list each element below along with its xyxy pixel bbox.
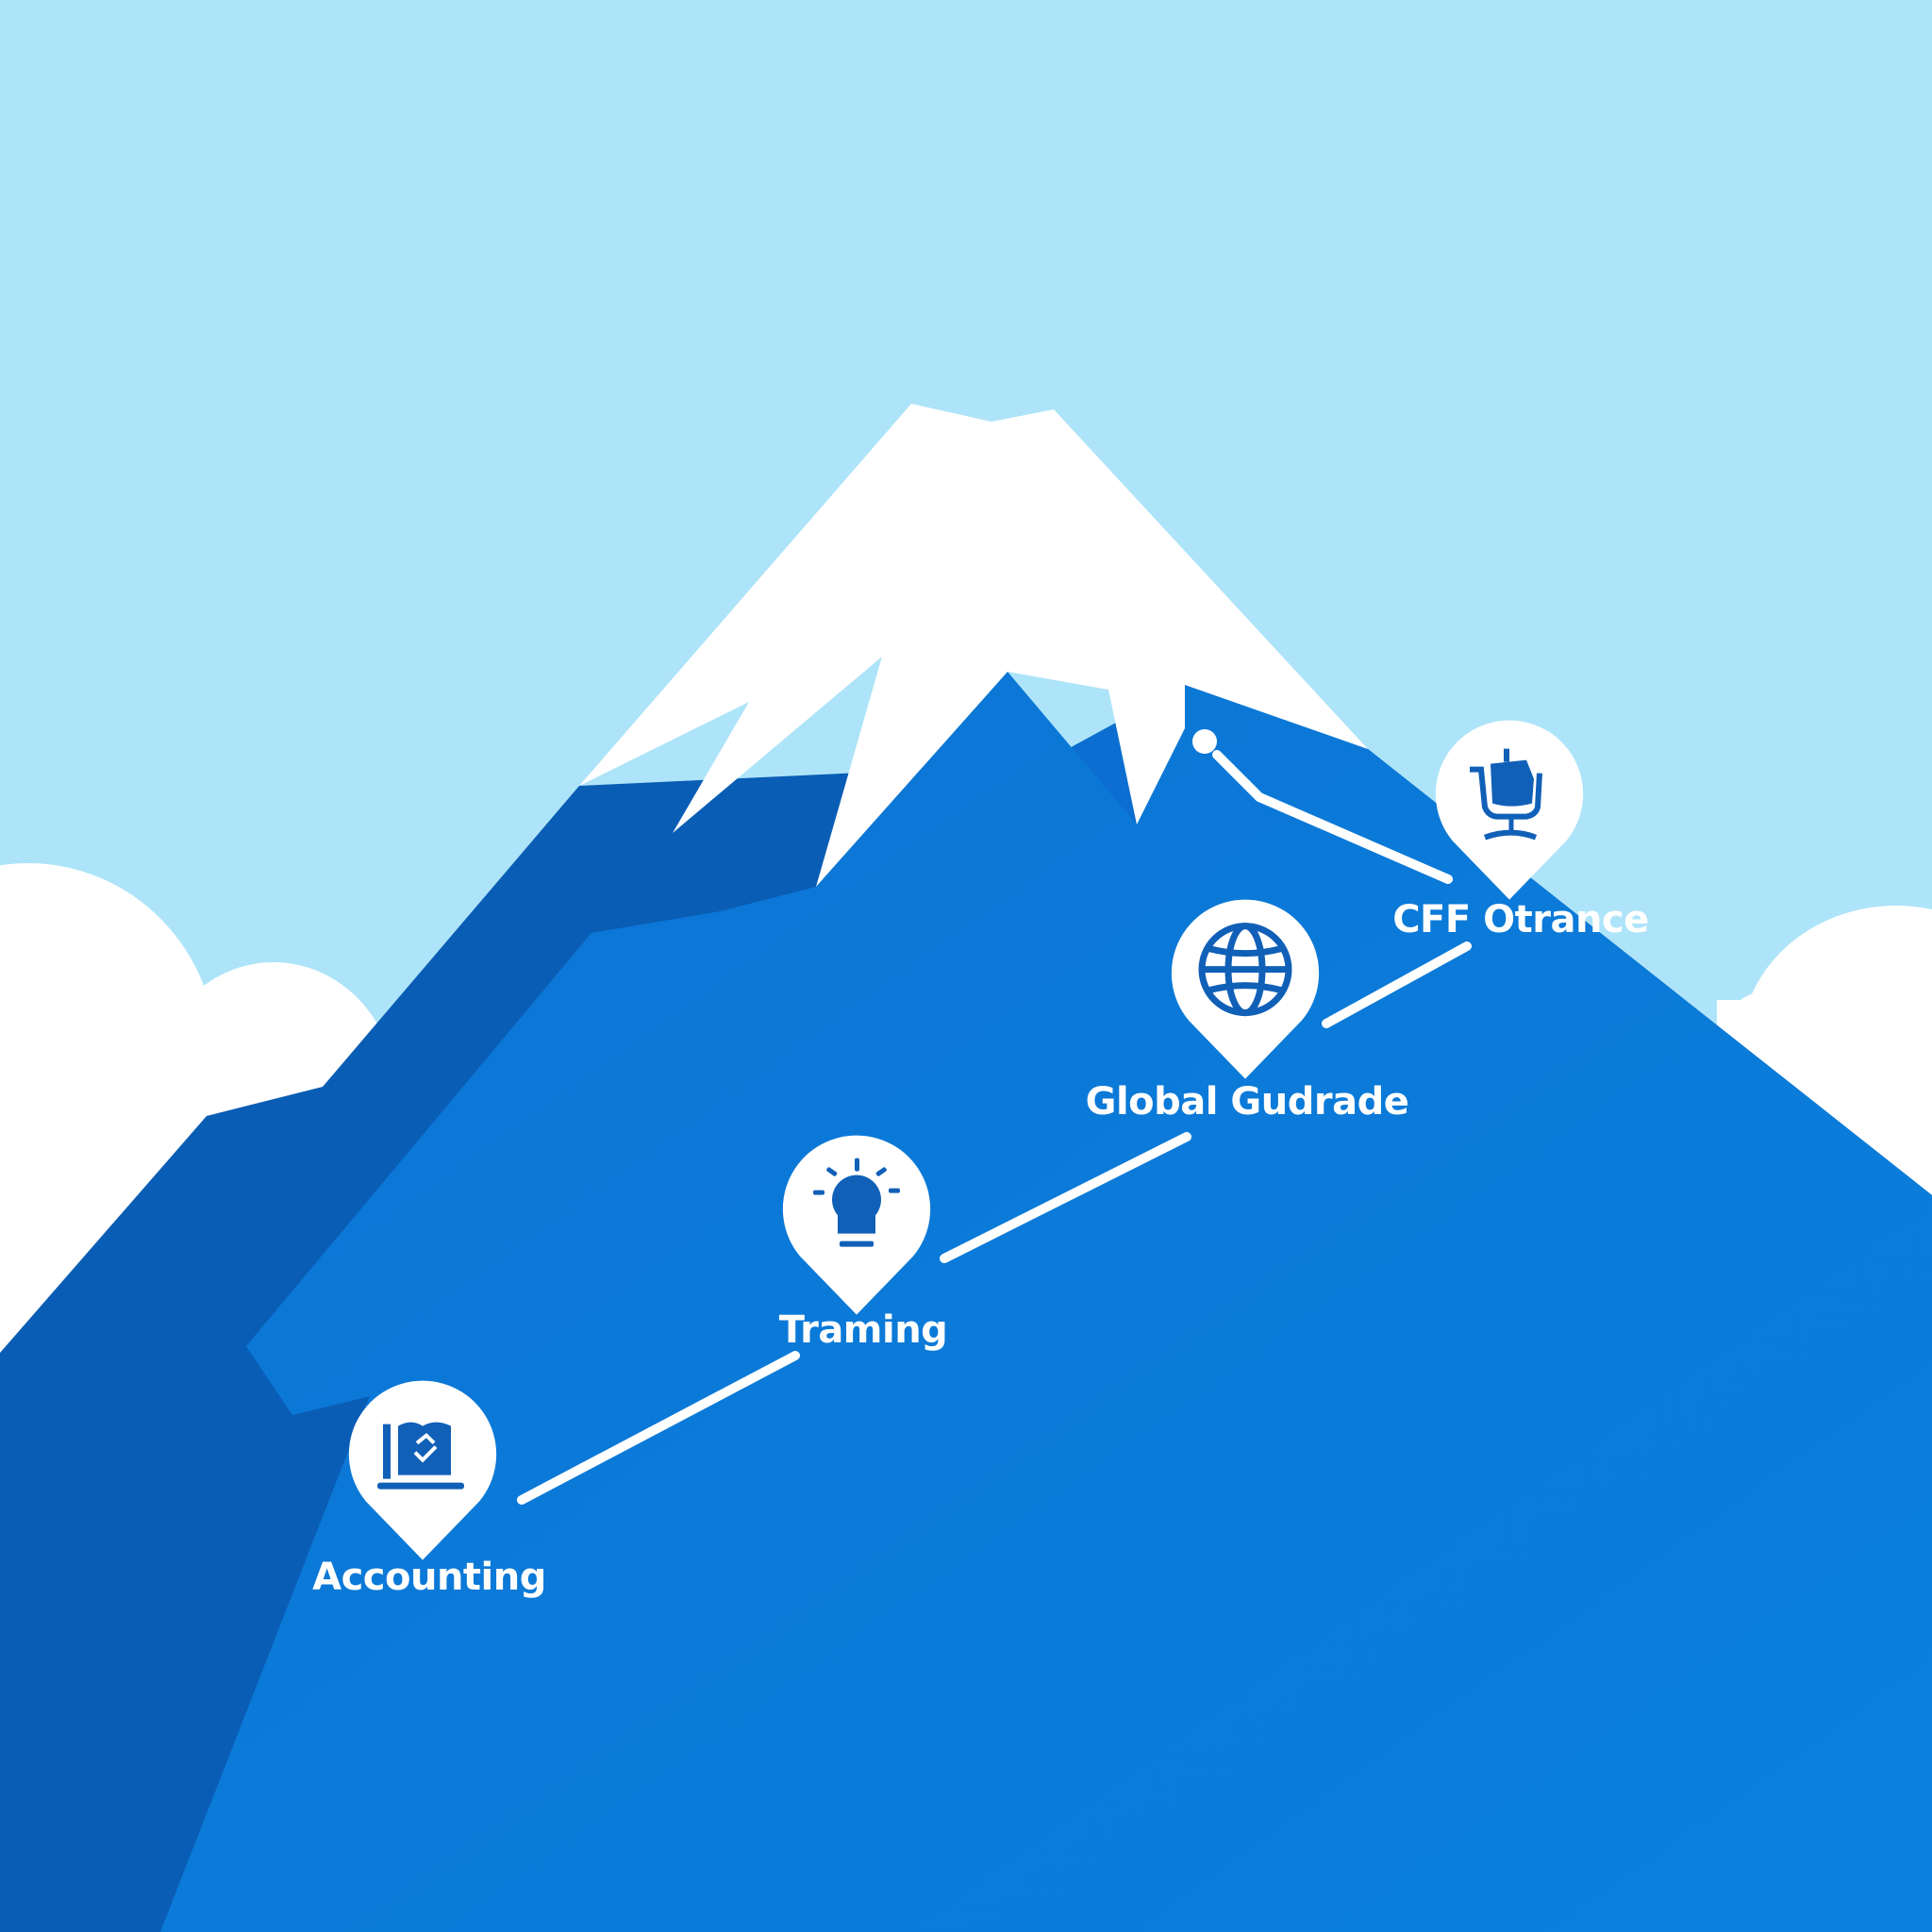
office-chair-icon	[1435, 720, 1584, 900]
globe-icon	[1171, 899, 1320, 1079]
accounting-chart-check-icon	[348, 1380, 497, 1560]
snow-cap	[579, 404, 1368, 887]
lightbulb-icon	[782, 1135, 931, 1315]
summit-marker-dot	[1192, 729, 1217, 754]
milestone-label-cff: CFF Otrance	[1392, 898, 1649, 941]
route-path	[517, 750, 1472, 1505]
milestone-label-global: Global Gudrade	[1085, 1080, 1409, 1124]
milestone-label-accounting: Accounting	[312, 1556, 546, 1599]
milestone-pin-training[interactable]	[779, 1132, 934, 1317]
milestone-pin-global[interactable]	[1168, 896, 1323, 1081]
mountain-face-light	[160, 672, 1932, 1932]
milestone-label-training: Traming	[778, 1308, 948, 1352]
milestone-pin-accounting[interactable]	[345, 1377, 500, 1562]
milestone-pin-cff[interactable]	[1432, 717, 1587, 902]
